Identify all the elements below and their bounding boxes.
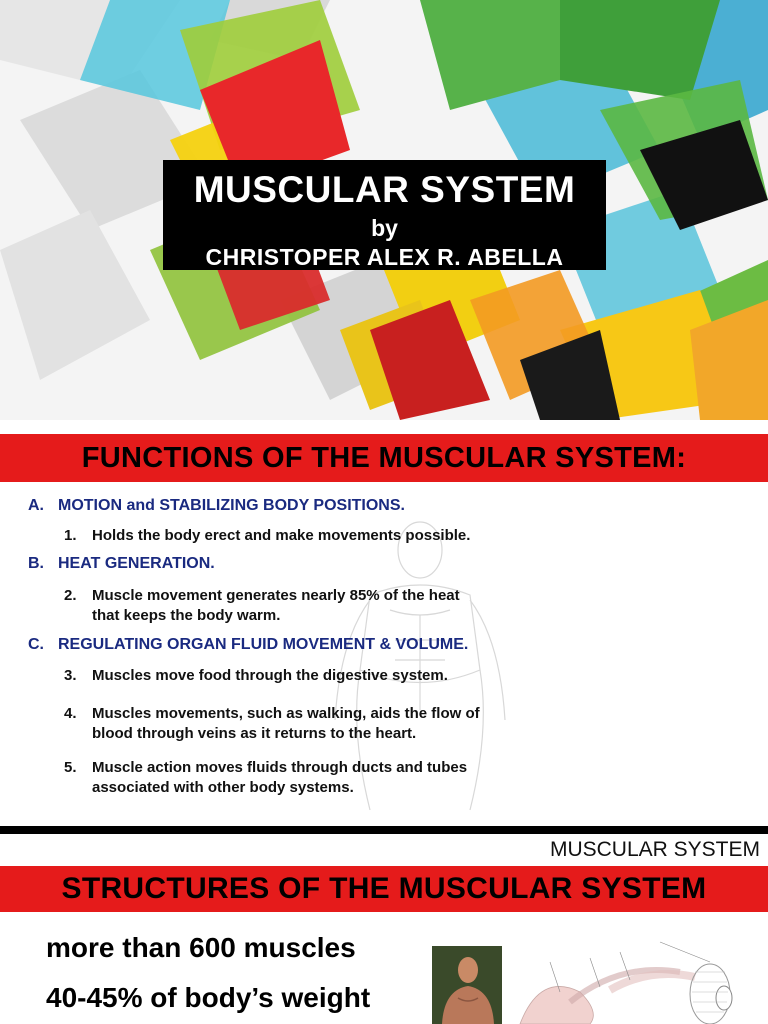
function-point-5: 5. Muscle action moves fluids through du… [64, 758, 467, 798]
section-heading-b: B. HEAT GENERATION. [28, 555, 215, 573]
muscle-body-sketch [334, 521, 506, 811]
section-title: MOTION and STABILIZING BODY POSITIONS. [58, 497, 405, 514]
muscle-count-stat: more than 600 muscles [46, 932, 356, 963]
muscle-fiber-diagram [510, 932, 748, 1024]
point-text: Muscles movements, such as walking, aids… [92, 705, 480, 722]
point-number: 3. [64, 667, 77, 684]
function-point-1: 1. Holds the body erect and make movemen… [64, 526, 470, 546]
point-text: Muscle movement generates nearly 85% of … [92, 587, 460, 604]
point-number: 1. [64, 527, 77, 544]
functions-banner: FUNCTIONS OF THE MUSCULAR SYSTEM: [0, 434, 768, 482]
slide-divider [0, 826, 768, 834]
section-letter: C. [28, 636, 44, 653]
stat-text: of body’s weight [142, 982, 371, 1013]
point-number: 5. [64, 759, 77, 776]
function-point-2: 2. Muscle movement generates nearly 85% … [64, 586, 460, 626]
structures-banner: STRUCTURES OF THE MUSCULAR SYSTEM [0, 866, 768, 912]
athlete-photo [432, 946, 502, 1024]
function-point-3: 3. Muscles move food through the digesti… [64, 666, 448, 686]
slide-title: MUSCULAR SYSTEM [193, 169, 576, 210]
title-slide: MUSCULAR SYSTEM by CHRISTOPER ALEX R. AB… [0, 0, 768, 420]
title-box: MUSCULAR SYSTEM by CHRISTOPER ALEX R. AB… [163, 160, 606, 270]
section-heading-a: A. MOTION and STABILIZING BODY POSITIONS. [28, 497, 405, 515]
point-number: 4. [64, 705, 77, 722]
author-name: CHRISTOPER ALEX R. ABELLA [205, 244, 564, 270]
section-title: HEAT GENERATION. [58, 555, 215, 572]
point-text: associated with other body systems. [92, 779, 354, 796]
point-text: blood through veins as it returns to the… [92, 725, 417, 742]
slide-header-label: MUSCULAR SYSTEM [549, 838, 760, 861]
point-number: 2. [64, 587, 77, 604]
section-letter: A. [28, 497, 44, 514]
section-heading-c: C. REGULATING ORGAN FLUID MOVEMENT & VOLU… [28, 636, 468, 654]
point-text: Muscles move food through the digestive … [92, 667, 448, 684]
point-text: Holds the body erect and make movements … [92, 527, 471, 544]
function-point-4: 4. Muscles movements, such as walking, a… [64, 704, 480, 744]
section-title: REGULATING ORGAN FLUID MOVEMENT & VOLUME… [58, 636, 469, 653]
title-by: by [371, 215, 398, 241]
functions-slide [0, 420, 768, 825]
section-letter: B. [28, 555, 44, 572]
point-text: Muscle action moves fluids through ducts… [92, 759, 468, 776]
stat-value: 40-45% [46, 982, 143, 1013]
body-weight-stat: 40-45% of body’s weight [46, 982, 370, 1014]
point-text: that keeps the body warm. [92, 607, 281, 624]
